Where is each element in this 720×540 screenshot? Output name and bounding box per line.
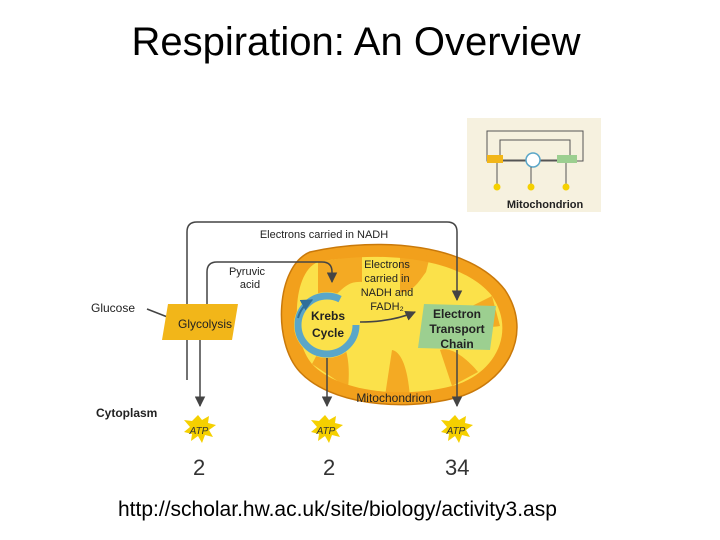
atp-burst-etc: ATP — [441, 415, 473, 443]
atp-burst-krebs: ATP — [311, 415, 343, 443]
glucose-input: Glucose — [91, 301, 171, 319]
krebs-label-1: Krebs — [311, 309, 345, 323]
crista-5 — [440, 349, 478, 386]
atp-star-3 — [441, 415, 473, 443]
atp-label-1: ATP — [189, 426, 209, 437]
atp-count-glycolysis: 2 — [193, 455, 206, 480]
krebs-ring-arrow — [297, 299, 314, 319]
nadh-fadh-arrow — [359, 310, 416, 323]
atp-star-1 — [184, 415, 216, 443]
etc-shape — [418, 304, 496, 350]
glycolysis-label: Glycolysis — [178, 317, 232, 331]
etc-box: Electron Transport Chain — [418, 304, 496, 351]
krebs-fill — [294, 292, 360, 358]
pyruvic-acid-label-1: Pyruvic — [229, 266, 266, 278]
nadh-label-bg — [250, 227, 400, 241]
mitochondrion-label: Mitochondrion — [356, 391, 431, 405]
inset-atp-dot-1 — [493, 183, 501, 191]
atp-count-krebs: 2 — [323, 455, 336, 480]
etc-label-2: Transport — [429, 322, 484, 336]
cytoplasm-label: Cytoplasm — [96, 406, 157, 420]
inset-cell-thumbnail: Mitochondrion — [467, 118, 601, 212]
inset-etc-block — [557, 155, 577, 163]
pyruvic-acid-arrow — [206, 261, 338, 318]
crista-1 — [318, 255, 362, 301]
inset-label: Mitochondrion — [507, 199, 584, 211]
source-url: http://scholar.hw.ac.uk/site/biology/act… — [118, 498, 557, 521]
pyruvic-label-bg — [226, 266, 268, 292]
inset-atp-dot-2 — [527, 183, 535, 191]
pyruvic-acid-label-2: acid — [240, 279, 260, 291]
atp-label-3: ATP — [446, 426, 466, 437]
glucose-label: Glucose — [91, 301, 135, 315]
atp-star-2 — [311, 415, 343, 443]
krebs-label-2: Cycle — [312, 326, 344, 340]
electrons-nadh-label: Electrons carried in NADH — [260, 229, 388, 241]
crista-4 — [385, 350, 410, 398]
glycolysis-shape — [162, 304, 238, 340]
nadh-loop: Electrons carried in NADH — [186, 221, 463, 380]
inset-atp-dot-3 — [562, 183, 570, 191]
krebs-ring — [294, 292, 360, 358]
etc-label-1: Electron — [433, 307, 481, 321]
nadh-fadh-label-4: FADH₂ — [370, 301, 404, 313]
inset-krebs-circle — [525, 152, 541, 168]
nadh-loop-arrow — [186, 221, 463, 380]
slide-title: Respiration: An Overview — [131, 20, 581, 64]
nadh-fadh-label-3: NADH and — [361, 287, 414, 299]
pyruvic-loop: Pyruvic acid — [206, 261, 338, 318]
nadh-fadh-label-2: carried in — [364, 273, 409, 285]
atp-label-2: ATP — [316, 426, 336, 437]
atp-count-etc: 34 — [445, 455, 470, 480]
atp-burst-glycolysis: ATP — [184, 415, 216, 443]
nadh-fadh-transfer: Electrons carried in NADH and FADH₂ — [359, 259, 416, 323]
nadh-fadh-label-1: Electrons — [364, 259, 410, 271]
inset-glycolysis-block — [487, 155, 503, 163]
etc-label-3: Chain — [440, 337, 473, 351]
krebs-cycle: Krebs Cycle — [294, 292, 360, 358]
crista-2 — [400, 252, 430, 293]
glycolysis-box: Glycolysis — [162, 304, 238, 340]
